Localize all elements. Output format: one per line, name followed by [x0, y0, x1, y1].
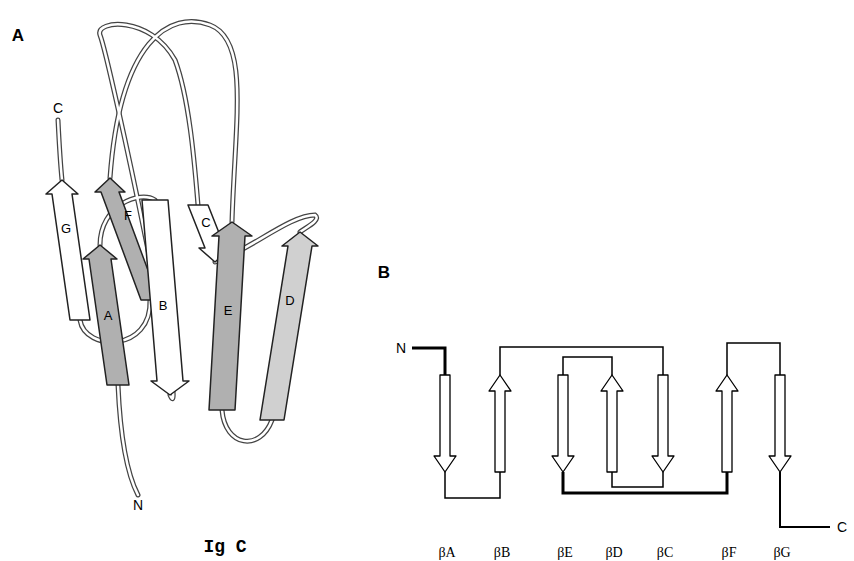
strand-d — [260, 232, 318, 420]
strand-arrow — [716, 375, 738, 472]
strand-arrow — [601, 375, 623, 472]
topology-strands — [434, 375, 791, 472]
topology-line — [563, 472, 727, 493]
caption: Ig C — [203, 538, 246, 556]
panel-label: A — [12, 27, 24, 44]
strand-label: C — [201, 216, 210, 229]
strand-a — [83, 245, 129, 385]
panel-label: B — [378, 264, 390, 281]
loop — [110, 22, 237, 222]
terminus-label: N — [133, 498, 143, 512]
topology-line — [780, 472, 830, 527]
terminus-label: C — [53, 101, 63, 115]
loop — [58, 120, 62, 180]
topology-line — [500, 347, 663, 375]
loop — [118, 385, 138, 495]
loops — [58, 22, 317, 495]
strand-label: B — [159, 299, 168, 312]
topology-line — [445, 472, 500, 498]
topology-line — [727, 343, 780, 375]
topology-line — [563, 357, 612, 375]
strand-arrow — [652, 375, 674, 472]
terminus-label: C — [837, 520, 847, 534]
strands — [46, 178, 318, 420]
topology-line — [412, 348, 445, 375]
strand-arrow — [552, 375, 574, 472]
loop — [110, 22, 237, 222]
loop — [118, 385, 138, 495]
strand-label: D — [285, 294, 294, 307]
loop-outline — [58, 22, 317, 495]
strand-label: F — [124, 209, 132, 222]
topology — [412, 343, 830, 527]
strand-name: βG — [773, 546, 790, 560]
strand-label: G — [61, 222, 71, 235]
strand-arrow — [434, 375, 456, 472]
topology-line — [612, 472, 663, 487]
loop — [58, 120, 62, 180]
strand-name: βD — [605, 546, 622, 560]
strand-name: βE — [557, 546, 573, 560]
strand-arrow — [769, 375, 791, 472]
loop-fill — [58, 22, 317, 495]
strand-b — [142, 200, 189, 395]
strand-label: E — [224, 304, 233, 317]
strand-label: A — [104, 309, 113, 322]
strand-name: βB — [494, 546, 510, 560]
terminus-label: N — [396, 341, 406, 355]
strand-name: βA — [438, 546, 455, 560]
strand-e — [209, 222, 252, 410]
strand-arrow — [489, 375, 511, 472]
strand-name: βC — [657, 546, 673, 560]
strand-g — [46, 180, 90, 320]
strand-name: βF — [722, 546, 737, 560]
